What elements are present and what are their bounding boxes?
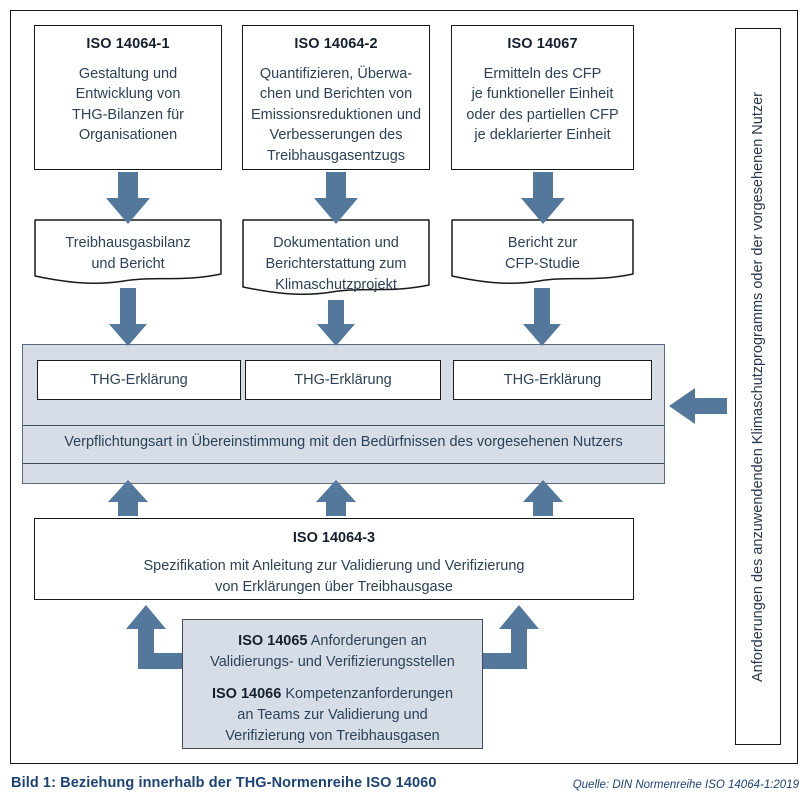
standard-box-iso-14064-3[interactable]: ISO 14064-3 Spezifikation mit Anleitung …	[34, 518, 634, 600]
standard-title: ISO 14064-3	[292, 530, 376, 546]
standard-line: Organisationen	[78, 127, 178, 144]
document-line: Klimaschutzprojekt	[275, 277, 397, 294]
thg-declaration-label: THG-Erklärung	[294, 372, 392, 388]
document-outline-icon	[451, 219, 634, 285]
document-text: Bericht zur CFP-Studie	[451, 219, 634, 275]
obligation-statement: Verpflichtungsart in Übereinstimmung mit…	[64, 434, 623, 450]
document-shape-dokumentation[interactable]: Dokumentation und Berichterstattung zum …	[242, 219, 430, 301]
side-requirements-panel[interactable]: Anforderungen des anzuwendenden Klimasch…	[735, 28, 781, 745]
document-line: CFP-Studie	[505, 256, 580, 273]
document-line: und Bericht	[91, 256, 165, 273]
standard-box-iso-14067[interactable]: ISO 14067 Ermitteln des CFP je funktione…	[451, 25, 634, 170]
standard-line: Gestaltung und	[78, 65, 178, 82]
thg-declaration-label: THG-Erklärung	[503, 372, 602, 388]
panel-divider-upper	[23, 425, 664, 426]
document-line: Berichterstattung zum	[265, 256, 407, 273]
standard-box-iso-14064-1[interactable]: ISO 14064-1 Gestaltung und Entwicklung v…	[34, 25, 222, 170]
standard-line: chen und Berichten von	[259, 86, 413, 103]
standard-box-iso-14064-2[interactable]: ISO 14064-2 Quantifizieren, Überwa- chen…	[242, 25, 430, 170]
standard-line: Treibhausgasentzugs	[266, 147, 406, 164]
panel-divider-lower	[23, 463, 664, 464]
standard-line: je deklarierter Einheit	[474, 127, 611, 144]
document-shape-cfp-bericht[interactable]: Bericht zur CFP-Studie	[451, 219, 634, 289]
iso-14065-paragraph: ISO 14065 Anforderungen an Validierungs-…	[183, 631, 482, 673]
document-line: Bericht zur	[507, 235, 578, 251]
standard-title: ISO 14064-1	[86, 36, 170, 52]
iso-14065-line-1: ISO 14065 Anforderungen an	[183, 631, 482, 652]
thg-declaration-box-1[interactable]: THG-Erklärung	[37, 360, 241, 400]
thg-declaration-label: THG-Erklärung	[90, 372, 188, 388]
figure-outer-frame	[10, 10, 798, 764]
standard-line: Quantifizieren, Überwa-	[259, 65, 413, 82]
iso-14066-line-3: Verifizierung von Treibhausgasen	[225, 728, 440, 745]
thg-declaration-box-2[interactable]: THG-Erklärung	[245, 360, 441, 400]
standard-line: je funktioneller Einheit	[471, 86, 614, 103]
document-line: Treibhausgasbilanz	[65, 235, 191, 251]
document-text: Treibhausgasbilanz und Bericht	[34, 219, 222, 275]
standard-line: Entwicklung von	[75, 86, 181, 103]
iso-14066-line-1: ISO 14066 Kompetenzanforderungen	[183, 684, 482, 705]
standard-line: THG-Bilanzen für	[71, 106, 184, 123]
standard-title: ISO 14067	[507, 36, 578, 52]
iso-14065-number: ISO 14065	[238, 633, 308, 649]
standard-line: von Erklärungen über Treibhausgase	[215, 579, 453, 596]
side-panel-label: Anforderungen des anzuwendenden Klimasch…	[750, 91, 766, 682]
document-outline-icon	[242, 219, 430, 296]
standard-title: ISO 14064-2	[294, 36, 378, 52]
standard-line: oder des partiellen CFP	[466, 106, 619, 123]
document-shape-treibhausgasbilanz[interactable]: Treibhausgasbilanz und Bericht	[34, 219, 222, 289]
document-text: Dokumentation und Berichterstattung zum …	[242, 219, 430, 296]
standard-line: Spezifikation mit Anleitung zur Validier…	[143, 558, 525, 575]
document-line: Dokumentation und	[273, 235, 399, 251]
standard-line: Ermitteln des CFP	[483, 65, 602, 82]
iso-14066-paragraph: ISO 14066 Kompetenzanforderungen an Team…	[183, 684, 482, 747]
document-outline-icon	[34, 219, 222, 285]
figure-source: Quelle: DIN Normenreihe ISO 14064-1:2019	[572, 779, 799, 791]
declaration-panel: THG-Erklärung THG-Erklärung THG-Erklärun…	[22, 344, 665, 484]
iso-14065-line-2: Validierungs- und Verifizierungsstellen	[210, 654, 455, 671]
standard-line: Emissionsreduktionen und	[250, 106, 422, 123]
iso-14066-text: Kompetenzanforderungen	[281, 686, 454, 703]
iso-14066-line-2: an Teams zur Validierung und	[237, 707, 428, 724]
thg-declaration-box-3[interactable]: THG-Erklärung	[453, 360, 652, 400]
iso-14066-number: ISO 14066	[211, 686, 282, 703]
standard-line: Verbesserungen des	[269, 127, 403, 144]
standard-box-iso-14065-14066[interactable]: ISO 14065 Anforderungen an Validierungs-…	[182, 619, 483, 749]
figure-caption: Bild 1: Beziehung innerhalb der THG-Norm…	[11, 775, 437, 791]
iso-14065-text: Anforderungen an	[307, 633, 427, 649]
